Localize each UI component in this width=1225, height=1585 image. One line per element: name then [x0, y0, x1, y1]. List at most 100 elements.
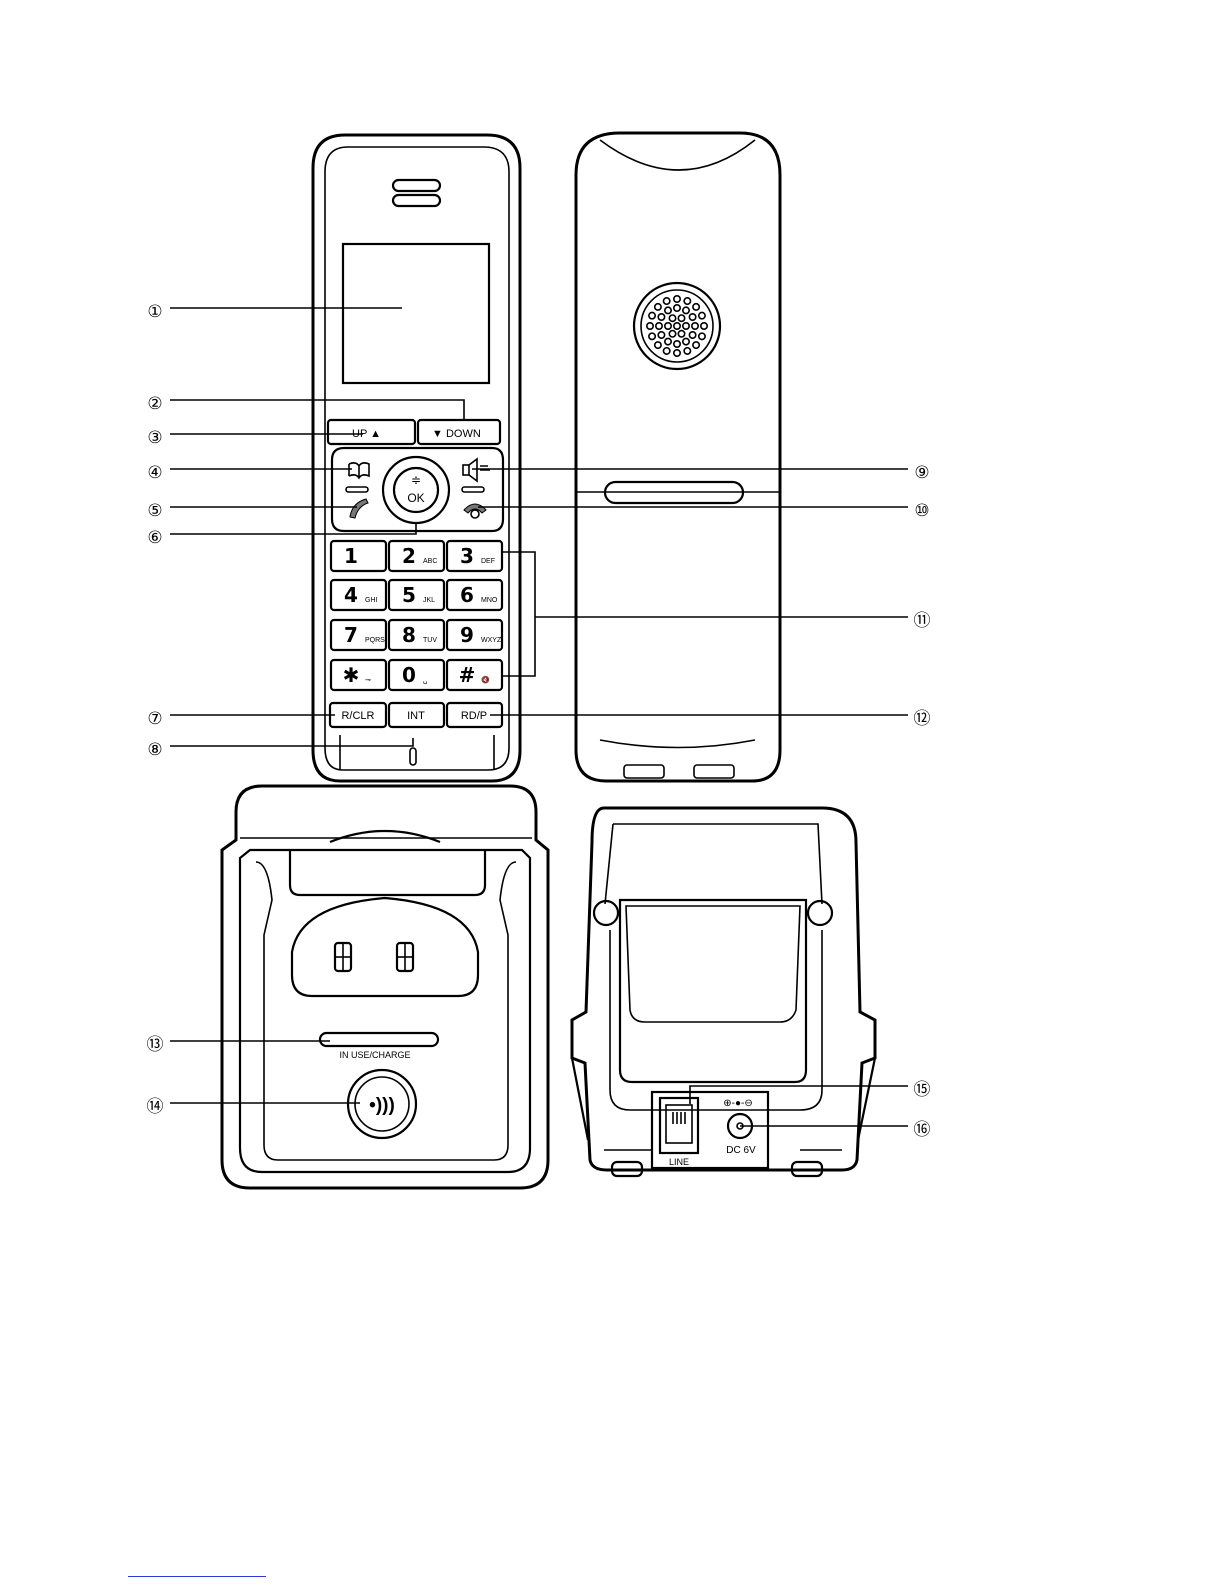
callout-number: ④ [147, 463, 162, 482]
talk-icon[interactable] [350, 499, 368, 518]
grille-hole [669, 331, 675, 337]
grille-hole [689, 314, 695, 320]
grille-hole [678, 315, 684, 321]
page-icon: •))) [369, 1095, 395, 1116]
keypad-letters: GHI [365, 597, 378, 604]
end-power-key[interactable] [464, 504, 486, 518]
callout-12: ⑫ [908, 701, 936, 729]
grille-hole [683, 323, 689, 329]
callout-16: ⑯ [908, 1112, 936, 1140]
grille-hole [663, 348, 669, 354]
callout-13: ⑬ [141, 1027, 169, 1055]
line-label: LINE [669, 1157, 689, 1167]
earpiece [393, 180, 440, 191]
grille-hole [669, 315, 675, 321]
callout-number: ⑭ [147, 1097, 164, 1116]
callout-number: ⑥ [147, 528, 162, 547]
footer-link-underline[interactable] [128, 1576, 266, 1577]
callout-8: ⑧ [141, 732, 169, 760]
speaker-grille [634, 283, 720, 369]
keypad-letters: PQRS [365, 637, 385, 644]
keypad-key-11[interactable]: 0␣ [389, 660, 444, 690]
phonebook-key[interactable] [346, 463, 369, 492]
callout-11: ⑪ [908, 603, 936, 631]
keypad-letters: WXYZ [481, 637, 502, 644]
keypad-letters: DEF [481, 558, 495, 565]
grille-hole [689, 332, 695, 338]
grille-hole [683, 338, 689, 344]
grille-hole [655, 304, 661, 310]
keypad-letters: TUV [423, 637, 437, 644]
rd-p-label: RD/P [461, 710, 487, 722]
keypad-digit: 8 [402, 623, 416, 647]
menu-icon: ≑ [411, 473, 421, 487]
int-label: INT [407, 710, 425, 722]
grille-hole [649, 312, 655, 318]
callout-6: ⑥ [141, 520, 169, 548]
callout-number: ⑦ [147, 709, 162, 728]
keypad-key-12[interactable]: #🔇 [447, 660, 502, 690]
base-front: IN USE/CHARGE •))) [222, 786, 548, 1188]
grille-hole [656, 323, 662, 329]
r-clr-label: R/CLR [341, 710, 374, 722]
callout-9: ⑨ [908, 455, 936, 483]
keypad-key-10[interactable]: ✱⊸ [331, 660, 386, 690]
keypad-letters: 🔇 [481, 675, 490, 684]
callout-number: ⑯ [914, 1120, 931, 1139]
grille-hole [693, 342, 699, 348]
keypad-digit: # [459, 663, 476, 687]
callout-1: ① [141, 294, 169, 322]
grille-hole [701, 323, 707, 329]
callout-number: ⑩ [914, 501, 929, 520]
grille-hole [655, 342, 661, 348]
keypad-digit: 2 [402, 544, 416, 568]
callout-number: ⑪ [914, 611, 931, 630]
line-jack [660, 1098, 698, 1153]
callout-number: ⑧ [147, 740, 162, 759]
keypad-digit: 4 [344, 583, 358, 607]
microphone [410, 748, 416, 765]
grille-hole [674, 296, 680, 302]
down-key-label: ▼ DOWN [432, 428, 481, 440]
grille-hole [658, 314, 664, 320]
grille-hole [693, 304, 699, 310]
keypad-letters: MNO [481, 597, 498, 604]
keypad-digit: 6 [460, 583, 474, 607]
grille-hole [663, 298, 669, 304]
callout-2: ② [141, 386, 169, 414]
keypad-digit: 7 [344, 623, 358, 647]
grille-hole [674, 305, 680, 311]
keypad-letters: ␣ [423, 677, 427, 684]
dc-label: DC 6V [726, 1145, 756, 1156]
callout-4: ④ [141, 455, 169, 483]
callout-10: ⑩ [908, 493, 936, 521]
grille-hole [684, 298, 690, 304]
speaker-key[interactable] [462, 459, 490, 492]
callout-15: ⑮ [908, 1072, 936, 1100]
keypad-digit: 9 [460, 623, 474, 647]
keypad-digit: 1 [344, 544, 358, 568]
callout-number: ⑫ [914, 709, 931, 728]
grille-hole [665, 307, 671, 313]
callout-number: ⑨ [914, 463, 929, 482]
polarity-symbol: ⊕-●-⊖ [723, 1098, 752, 1109]
base-rear: LINE ⊕-●-⊖ DC 6V [572, 808, 875, 1176]
callout-number: ⑬ [147, 1035, 164, 1054]
grille-hole [649, 333, 655, 339]
keypad-digit: 0 [402, 663, 416, 687]
keypad-key-1[interactable]: 1 [331, 541, 386, 571]
ok-label: OK [407, 491, 424, 505]
grille-hole [674, 350, 680, 356]
grille-hole [658, 332, 664, 338]
